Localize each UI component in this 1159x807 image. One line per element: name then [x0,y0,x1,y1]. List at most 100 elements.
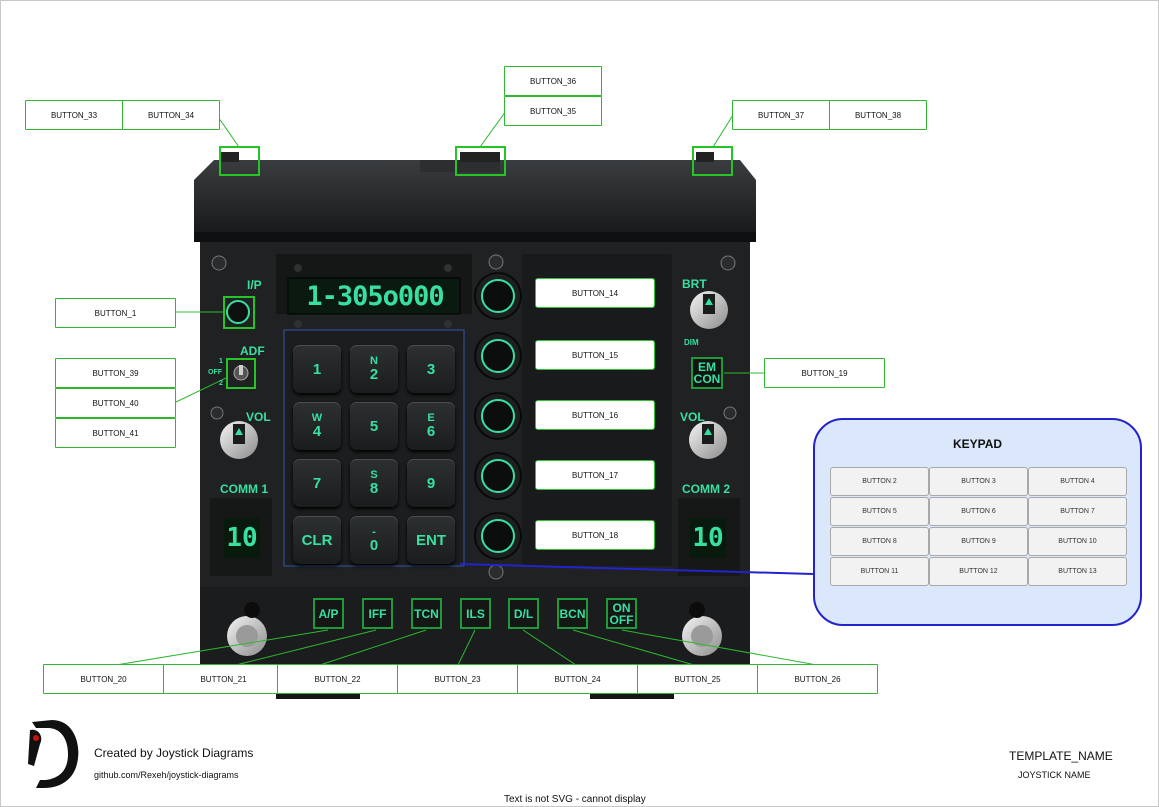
dim-label: DIM [684,338,699,347]
keypad-key-sublabel: - [372,526,376,538]
comm1-lcd-text: 10 [226,523,258,553]
keypad-legend-cell: BUTTON 5 [830,497,929,526]
callout-button-36: BUTTON_36 [504,66,602,96]
ip-label: I/P [247,278,262,292]
keypad-key-sublabel: S [370,469,378,481]
keypad-legend-cell: BUTTON 3 [929,467,1028,496]
side-button-18[interactable] [481,519,515,553]
main-lcd [287,277,461,315]
adf-label: ADF [240,344,265,358]
dl-button[interactable]: D/L [508,598,539,629]
svg-warning: Text is not SVG - cannot display [504,794,646,805]
highlight-button-1 [223,296,255,329]
keypad-key[interactable]: 9 [407,459,455,507]
bcn-button[interactable]: BCN [557,598,588,629]
keypad-key[interactable]: 3 [407,345,455,393]
callout-button-19: BUTTON_19 [764,358,885,388]
keypad-key[interactable]: -0 [350,516,398,564]
callout-button-39: BUTTON_39 [55,358,176,388]
em-con-line1: EM [698,360,716,374]
keypad-key-label: 3 [426,360,436,378]
keypad-legend-title: KEYPAD [952,437,1003,451]
tcn-button[interactable]: TCN [411,598,442,629]
keypad-key-label: 8 [369,480,379,497]
keypad-leader-line [459,563,814,575]
keypad-key-label: CLR [301,531,333,549]
panel-label-18: BUTTON_18 [535,520,655,550]
logo-text: Diagrams [51,743,63,774]
keypad-key-sublabel: E [427,412,435,424]
keypad-key[interactable]: ENT [407,516,455,564]
main-lcd-text: 1-305o000 [306,280,444,312]
callout-button-41: BUTTON_41 [55,418,176,448]
side-button-15[interactable] [481,339,515,373]
keypad-legend-cell: BUTTON 2 [830,467,929,496]
keypad-key[interactable]: CLR [293,516,341,564]
keypad-key[interactable]: 7 [293,459,341,507]
leader-lines [115,110,818,666]
highlight-button-35-36 [455,146,506,176]
callout-button-1: BUTTON_1 [55,298,176,328]
iff-button[interactable]: IFF [362,598,393,629]
callout-button-33: BUTTON_33 [25,100,123,130]
keypad-legend-cell: BUTTON 6 [929,497,1028,526]
em-con-button[interactable]: EM CON [691,357,723,389]
keypad-key-label: 1 [312,360,322,378]
highlight-button-33-34 [219,146,260,176]
panel-label-14: BUTTON_14 [535,278,655,308]
keypad-key-sublabel: W [311,412,323,424]
ap-button[interactable]: A/P [313,598,344,629]
keypad-key-label: 5 [369,417,379,435]
keypad-key-label: 6 [426,423,436,440]
created-by-text: Created by Joystick Diagrams [94,746,254,760]
side-button-17[interactable] [481,459,515,493]
callout-button-35: BUTTON_35 [504,96,602,126]
adf-pos-off: OFF [208,369,222,376]
comm2-lcd-text: 10 [692,523,724,553]
keypad-key[interactable]: 5 [350,402,398,450]
callout-button-37: BUTTON_37 [732,100,830,130]
keypad-key-label: 0 [369,537,379,554]
vol-left-label: VOL [246,410,271,424]
side-button-16[interactable] [481,399,515,433]
keypad-legend-cell: BUTTON 11 [830,557,929,586]
keypad-key-label: 2 [369,366,379,383]
keypad-key-label: 7 [312,474,322,492]
onoff-button[interactable]: ON OFF [606,598,637,629]
keypad-legend-cell: BUTTON 8 [830,527,929,556]
keypad-key-label: ENT [416,531,446,549]
panel-label-17: BUTTON_17 [535,460,655,490]
joystick-name: JOYSTICK NAME [1018,770,1091,780]
keypad-key-sublabel: N [370,355,378,367]
panel-label-15: BUTTON_15 [535,340,655,370]
keypad-legend-cell: BUTTON 10 [1028,527,1127,556]
panel-label-16: BUTTON_16 [535,400,655,430]
github-url[interactable]: github.com/Rexeh/joystick-diagrams [94,770,239,780]
keypad-key[interactable]: 1 [293,345,341,393]
keypad-legend-cell: BUTTON 12 [929,557,1028,586]
highlight-adf-switch [226,358,256,389]
callout-button-23: BUTTON_23 [397,664,518,694]
onoff-line2: OFF [609,612,634,627]
callout-button-40: BUTTON_40 [55,388,176,418]
comm2-label: COMM 2 [682,482,730,496]
template-name: TEMPLATE_NAME [1009,749,1113,763]
keypad-legend-cell: BUTTON 13 [1028,557,1127,586]
side-button-14[interactable] [481,279,515,313]
keypad-legend-cell: BUTTON 7 [1028,497,1127,526]
ils-button[interactable]: ILS [460,598,491,629]
vol-right-label: VOL [680,410,705,424]
brt-label: BRT [682,277,707,291]
callout-button-38: BUTTON_38 [829,100,927,130]
top-housing [194,160,756,240]
callout-button-24: BUTTON_24 [517,664,638,694]
callout-button-25: BUTTON_25 [637,664,758,694]
highlight-button-37-38 [692,146,733,176]
onoff-line1: ON [612,600,631,615]
